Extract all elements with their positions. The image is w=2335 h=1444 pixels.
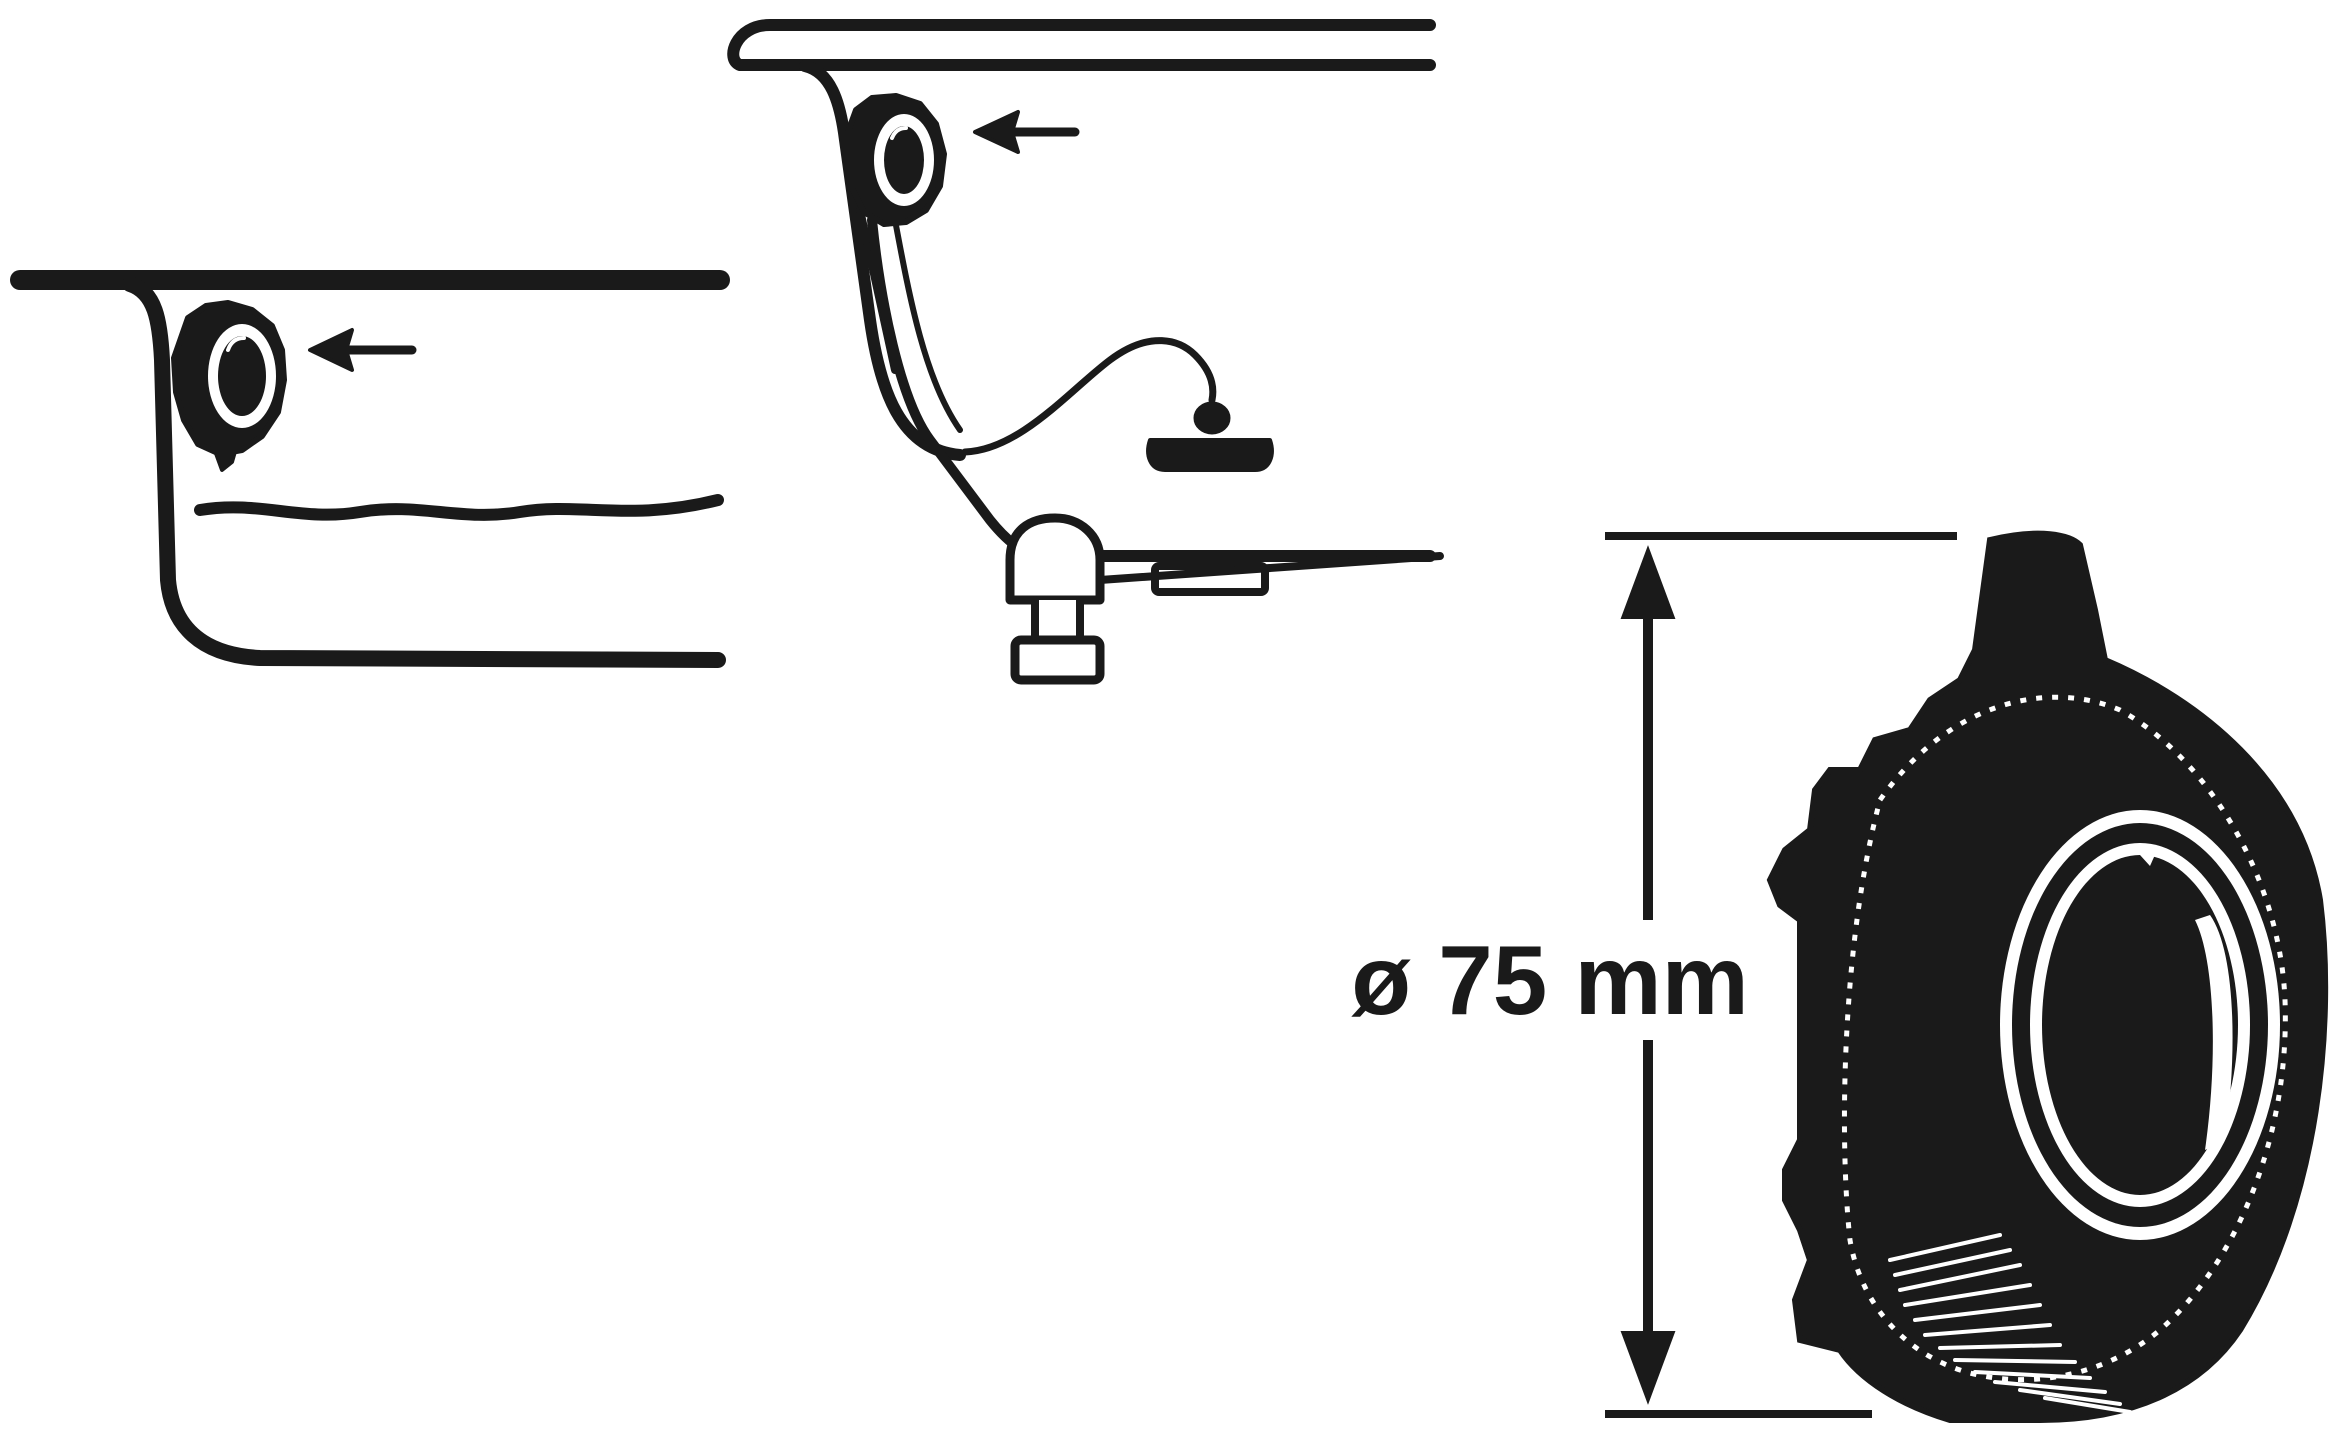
- drain-plug: [1146, 401, 1274, 472]
- water-line: [194, 494, 724, 521]
- dimension-label: ø 75 mm: [1330, 920, 1770, 1040]
- overflow-fitting-middle: [843, 93, 947, 227]
- plug-chain: [961, 337, 1217, 456]
- arrow-down-icon: [1620, 1331, 1676, 1405]
- arrow-up-icon: [1620, 545, 1676, 619]
- arrow-middle-icon: [973, 110, 1080, 154]
- drain-body: [1005, 513, 1444, 685]
- bathtub-overflow-icon: [10, 270, 730, 668]
- arrow-left-icon: [308, 328, 417, 372]
- bathtub-overflow-drain-icon: [727, 19, 1444, 685]
- cover-shading: [1888, 1233, 2132, 1414]
- overflow-cover-icon: [1766, 530, 2329, 1423]
- overflow-fitting-left: [171, 300, 287, 472]
